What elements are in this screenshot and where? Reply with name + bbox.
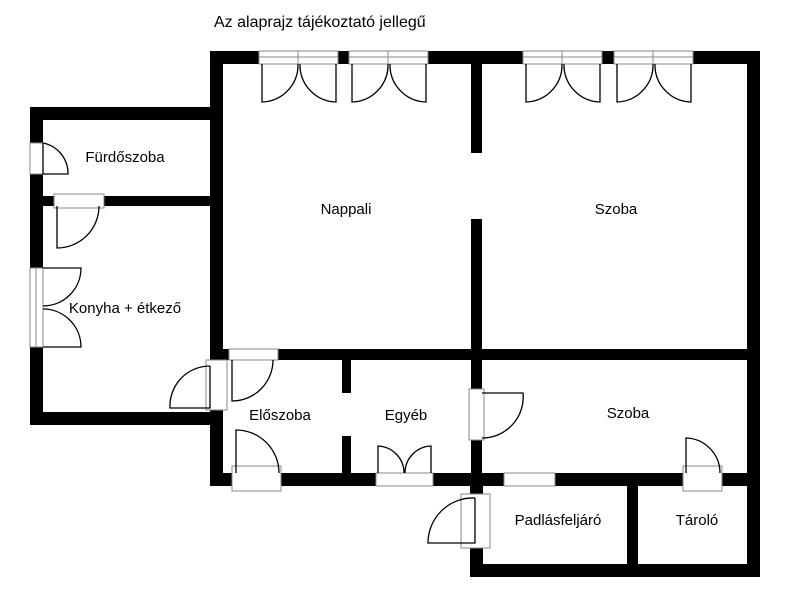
wall-right	[747, 51, 760, 487]
window-szoba-1	[522, 50, 603, 65]
frame-eloszoba-bottom	[231, 465, 282, 492]
doors	[42, 63, 721, 544]
windows	[29, 50, 723, 549]
frame-egyeb-bottom	[375, 472, 434, 487]
plan-title: Az alaprajz tájékoztató jellegű	[214, 14, 426, 31]
wall-middle-vertical-upper	[471, 51, 482, 153]
door-padlas	[427, 497, 476, 544]
window-szoba-2	[613, 50, 694, 65]
frame-nappali-eloszoba	[228, 348, 279, 361]
window-konyha	[29, 267, 44, 348]
frame-konyha-eloszoba	[205, 359, 228, 411]
door-konyha-window	[42, 267, 82, 348]
room-label-egyeb: Egyéb	[385, 407, 428, 424]
wall-south-right	[747, 473, 760, 577]
door-szoba-bottom	[685, 437, 721, 474]
room-label-konyha: Konyha + étkező	[69, 300, 181, 317]
door-furdo	[42, 142, 69, 175]
wall-south-bottom	[470, 564, 760, 577]
wall-south-divider	[627, 473, 638, 577]
window-furdo	[29, 142, 44, 175]
window-south-1	[503, 472, 556, 487]
room-label-szoba-top: Szoba	[595, 201, 638, 218]
frame-egyeb-szoba	[468, 388, 485, 441]
door-nappali-window-1	[261, 63, 337, 103]
wall-bath-kitchen	[30, 196, 223, 206]
wall-annex-top	[30, 107, 223, 120]
door-nappali-window-2	[351, 63, 427, 103]
frame-bath-kitchen	[53, 193, 105, 209]
door-szoba-window-1	[525, 63, 601, 103]
wall-bottom-main	[210, 473, 760, 486]
room-label-eloszoba: Előszoba	[249, 407, 311, 424]
window-nappali-2	[348, 50, 429, 65]
wall-horizontal-mid	[210, 349, 760, 360]
door-bath-kitchen	[56, 205, 100, 249]
door-szoba-window-2	[616, 63, 692, 103]
window-nappali-1	[258, 50, 339, 65]
room-label-szoba-bottom: Szoba	[607, 405, 650, 422]
door-nappali-eloszoba	[231, 359, 274, 402]
wall-annex-bottom	[30, 412, 223, 425]
room-label-furdoszoba: Fürdőszoba	[85, 149, 165, 166]
room-label-nappali: Nappali	[321, 201, 372, 218]
wall-eloszoba-egyeb-upper	[342, 349, 351, 393]
door-egyeb-szoba	[481, 392, 524, 439]
room-label-tarolo: Tároló	[676, 512, 719, 529]
frame-szoba-bottom	[682, 465, 723, 492]
room-label-padlasfeljaro: Padlásfeljáró	[515, 512, 602, 529]
door-eloszoba-entry	[235, 429, 280, 474]
wall-middle-vertical-lower	[471, 219, 482, 359]
wall-eloszoba-egyeb-lower	[342, 436, 351, 483]
door-egyeb-bottom	[377, 445, 432, 474]
door-konyha-eloszoba	[169, 365, 211, 409]
